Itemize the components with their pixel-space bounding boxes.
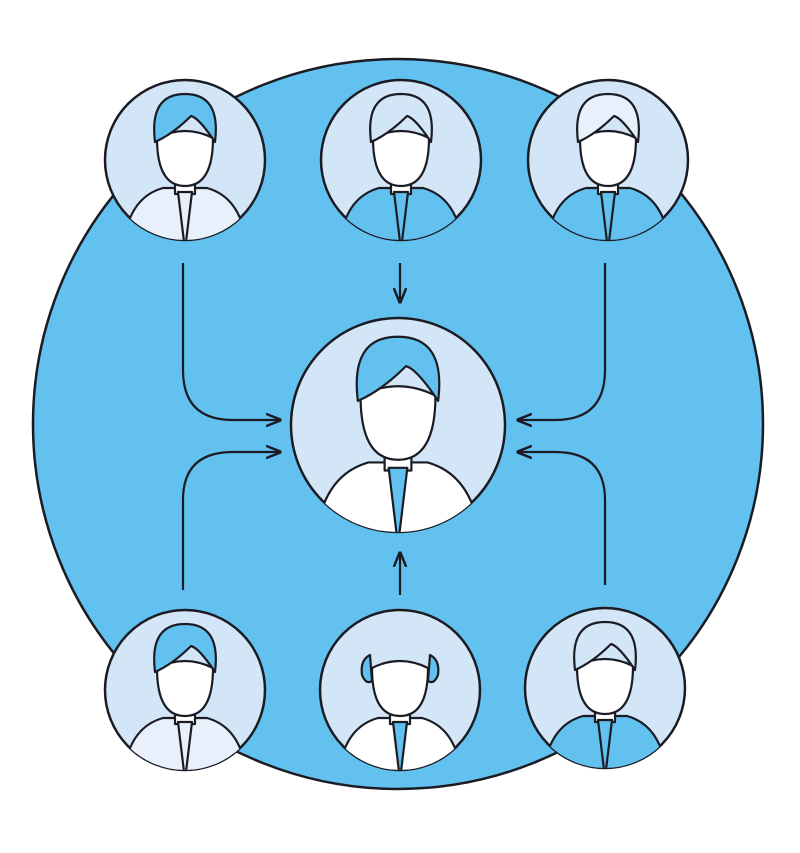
woman-in-blue-dress-avatar-icon	[523, 606, 687, 770]
man-in-striped-sweater-avatar-icon	[319, 78, 483, 242]
manager-with-tie-avatar-icon	[289, 316, 507, 534]
woman-long-hair-avatar-icon	[103, 608, 267, 772]
arrow-bottom-left	[181, 452, 280, 590]
arrow-top-right	[518, 263, 607, 420]
bald-man-in-suit-avatar-icon	[318, 608, 482, 772]
arrow-bottom-right	[518, 452, 607, 585]
arrow-top-left	[181, 263, 280, 420]
man-in-suit-avatar-icon	[526, 78, 690, 242]
connector-arrows	[181, 263, 607, 595]
